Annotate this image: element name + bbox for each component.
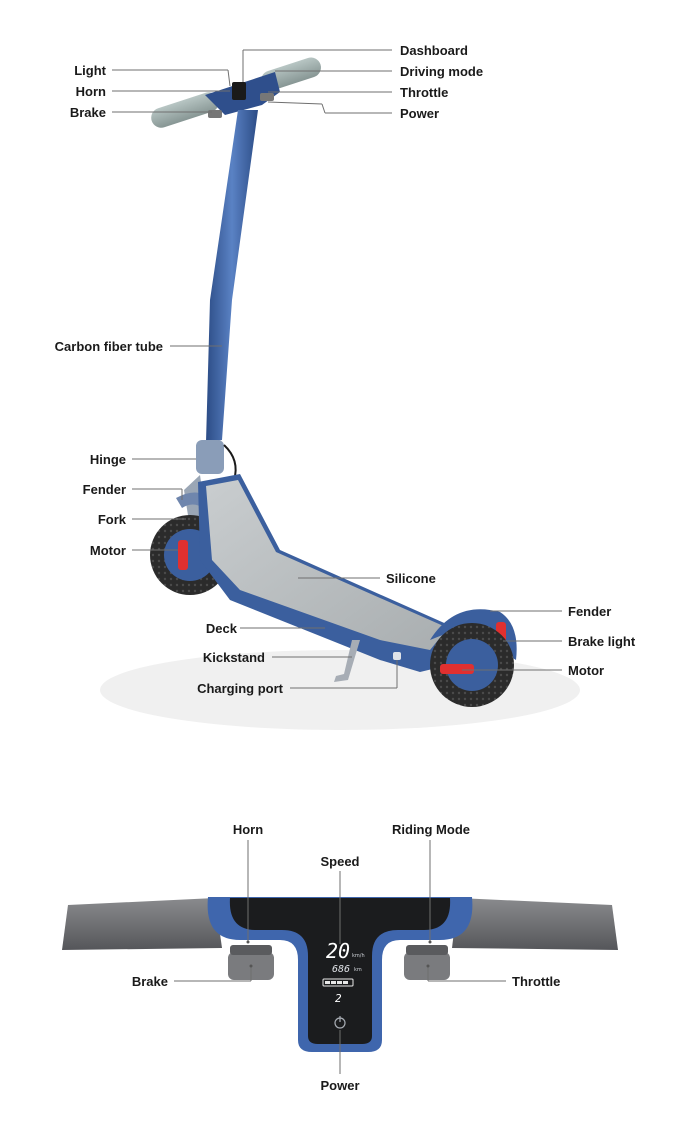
handlebar-closeup: 20 km/h 686 km 2 (62, 897, 618, 1052)
scooter-leaders (112, 49, 562, 689)
label-horn: Horn (76, 84, 106, 99)
label-driving-mode: Driving mode (400, 64, 483, 79)
label-throttle: Throttle (400, 85, 448, 100)
right-bar-wing (452, 898, 618, 950)
handlebar-leaders (174, 840, 506, 1074)
charging-port (393, 652, 401, 660)
power-button-icon (334, 1016, 346, 1029)
label-kickstand: Kickstand (203, 650, 265, 665)
label-light: Light (74, 63, 106, 78)
hb-label-brake: Brake (132, 974, 168, 989)
label-silicone: Silicone (386, 571, 436, 586)
label-motor-front: Motor (90, 543, 126, 558)
label-motor-rear: Motor (568, 663, 604, 678)
battery-gauge-icon (322, 978, 354, 987)
scooter-illustration (100, 57, 580, 730)
label-brake: Brake (70, 105, 106, 120)
hb-label-riding-mode: Riding Mode (392, 822, 470, 837)
speed-readout: 20 (326, 939, 350, 963)
hinge (196, 440, 224, 474)
label-deck: Deck (206, 621, 238, 636)
display-face (229, 898, 451, 1044)
kickstand (334, 640, 360, 682)
scooter-label-text: Light Horn Brake Dashboard Driving mode … (55, 43, 636, 696)
label-charging-port: Charging port (197, 681, 284, 696)
left-grip (151, 92, 219, 128)
hb-label-power: Power (320, 1078, 359, 1093)
rear-fender (430, 609, 517, 660)
odometer-readout: 686 (332, 964, 350, 975)
dashboard-display (232, 82, 246, 100)
mode-readout: 2 (335, 992, 342, 1005)
hb-label-speed: Speed (320, 854, 359, 869)
label-hinge: Hinge (90, 452, 126, 467)
label-fender-rear: Fender (568, 604, 611, 619)
label-fork: Fork (98, 512, 127, 527)
label-power: Power (400, 106, 439, 121)
left-bar-wing (62, 898, 222, 950)
odometer-unit: km (354, 967, 362, 973)
throttle-lever (260, 93, 274, 101)
hb-label-horn: Horn (233, 822, 263, 837)
brake-lever (208, 110, 222, 118)
handlebar-label-text: Horn Riding Mode Speed Brake Throttle Po… (132, 822, 561, 1093)
label-fender-front: Fender (83, 482, 126, 497)
label-carbon-fiber-tube: Carbon fiber tube (55, 339, 163, 354)
stem-tube (206, 110, 258, 442)
front-motor-light (178, 540, 188, 570)
silicone-deck (206, 480, 448, 650)
label-brake-light: Brake light (568, 634, 636, 649)
hb-label-throttle: Throttle (512, 974, 560, 989)
rear-motor-light (440, 664, 474, 674)
label-dashboard: Dashboard (400, 43, 468, 58)
speed-unit: km/h (352, 953, 365, 959)
